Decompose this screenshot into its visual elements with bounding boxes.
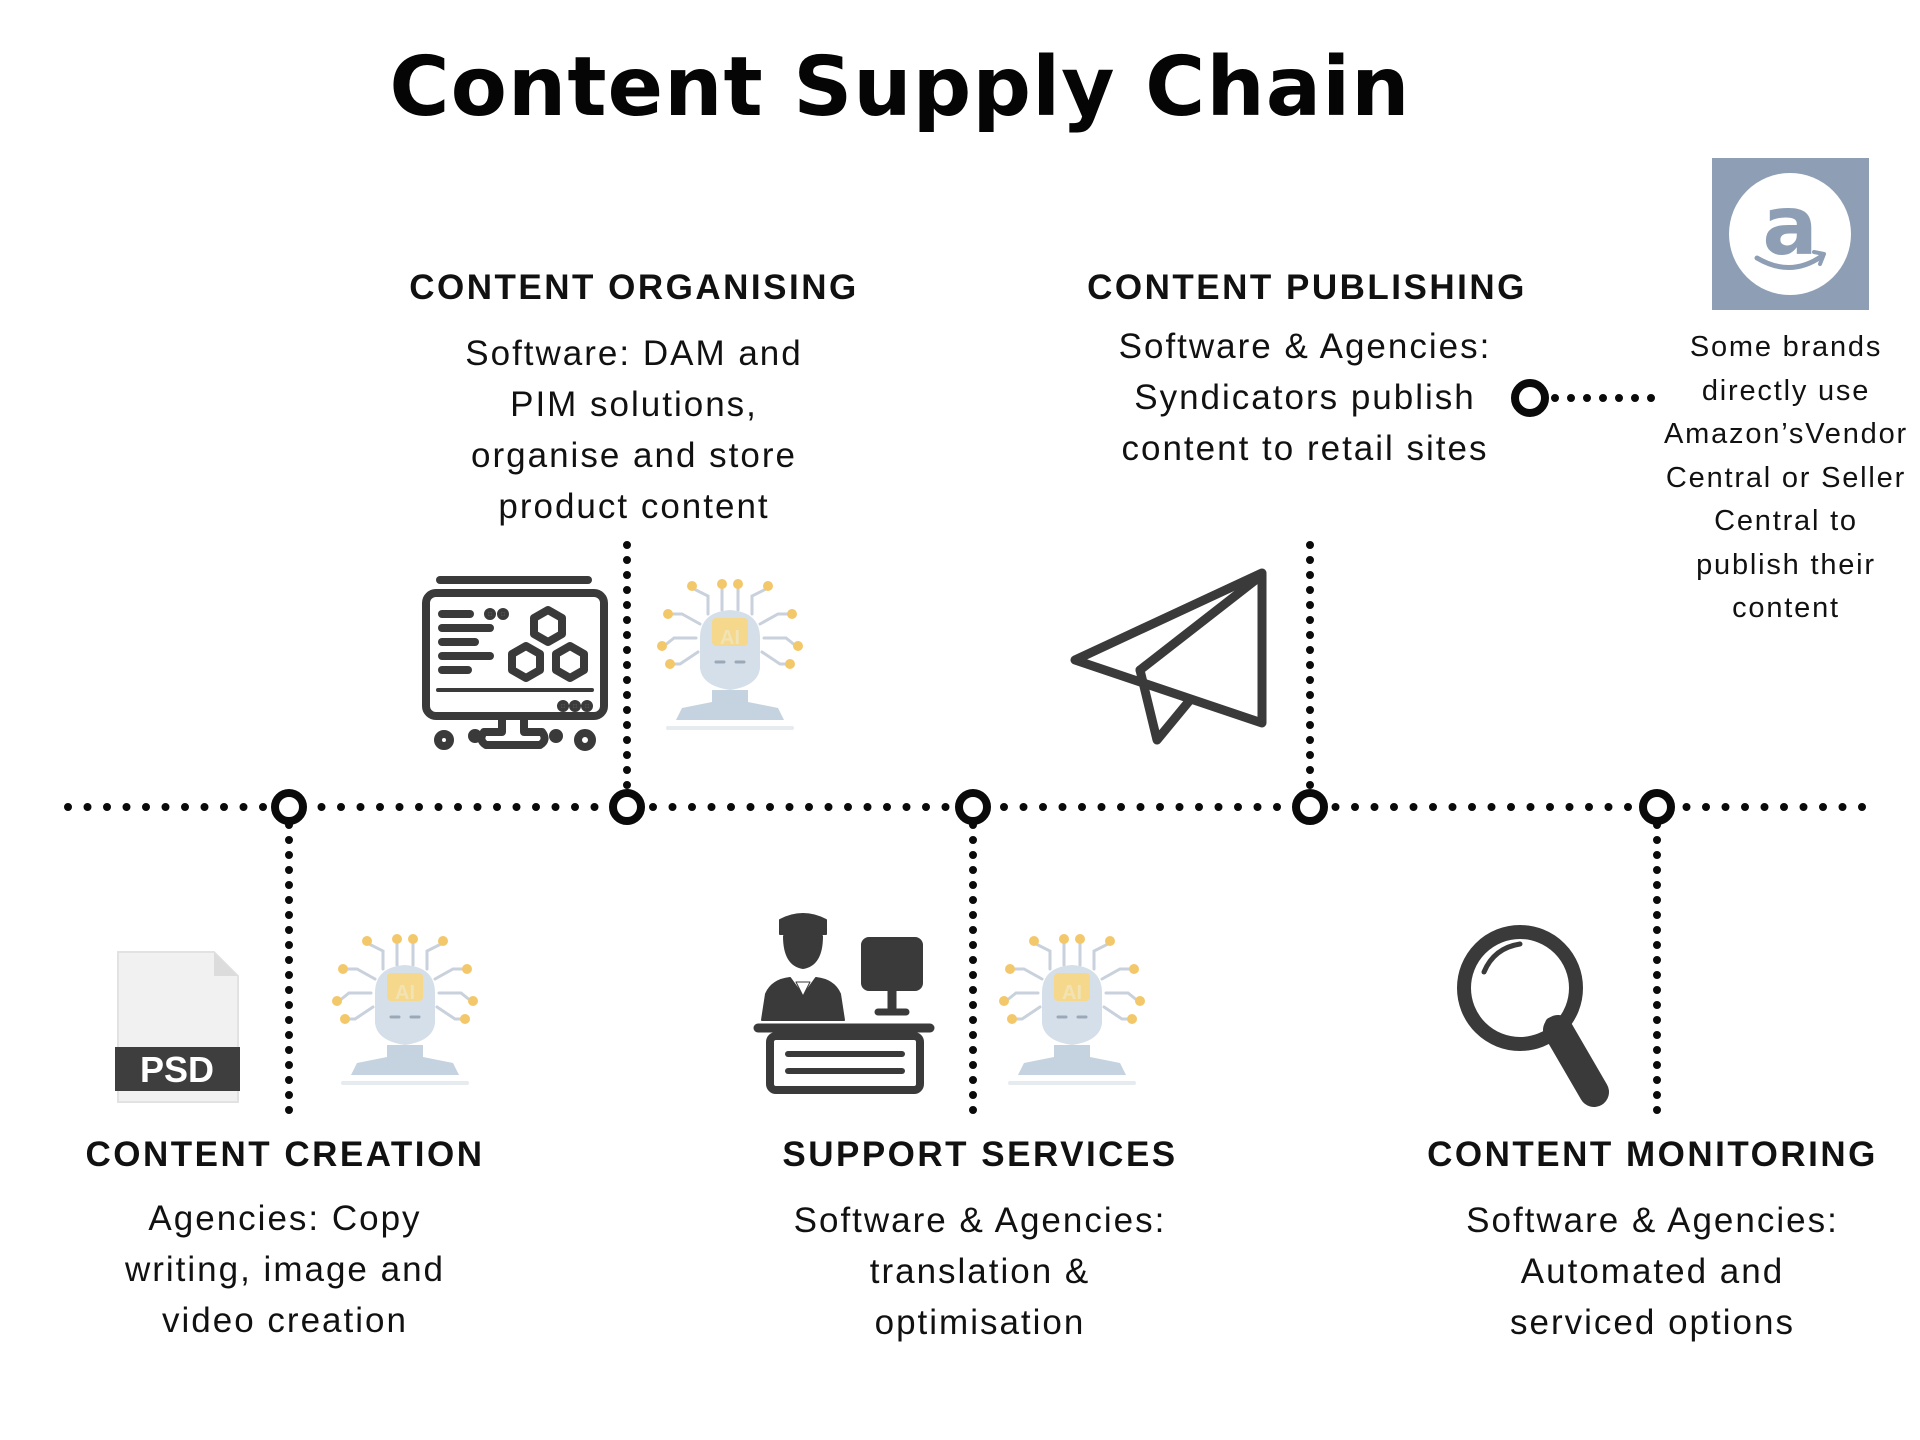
note-line: publish their bbox=[1696, 548, 1876, 581]
node-monitoring bbox=[1639, 789, 1675, 825]
desc-line: writing, image and bbox=[124, 1250, 446, 1289]
amazon-logo-icon bbox=[1712, 158, 1869, 310]
heading-content-creation: CONTENT CREATION bbox=[85, 1135, 485, 1174]
desc-support-services: Software & Agencies: translation & optim… bbox=[760, 1195, 1200, 1348]
desc-line: Software & Agencies: bbox=[1118, 327, 1492, 366]
node-publishing bbox=[1292, 789, 1328, 825]
desc-content-creation: Agencies: Copy writing, image and video … bbox=[70, 1193, 500, 1346]
desc-line: organise and store bbox=[471, 436, 797, 475]
monitor-hexagon-icon bbox=[422, 576, 608, 751]
note-line: Central or Seller bbox=[1665, 461, 1907, 494]
heading-content-monitoring: CONTENT MONITORING bbox=[1427, 1135, 1878, 1174]
desc-line: Automated and bbox=[1520, 1252, 1785, 1291]
node-organising bbox=[609, 789, 645, 825]
ai-label-creation: AI bbox=[395, 982, 415, 1004]
desc-line: Software: DAM and bbox=[465, 334, 803, 373]
note-line: content bbox=[1732, 592, 1840, 624]
desc-line: PIM solutions, bbox=[510, 385, 758, 424]
desc-content-monitoring: Software & Agencies: Automated and servi… bbox=[1430, 1195, 1875, 1348]
ai-head-icon-organising bbox=[657, 579, 803, 730]
desc-line: optimisation bbox=[874, 1303, 1086, 1342]
ai-head-icon-support bbox=[999, 934, 1145, 1085]
desc-line: serviced options bbox=[1510, 1303, 1795, 1342]
page-title: Content Supply Chain bbox=[389, 40, 1411, 135]
support-desk-icon bbox=[753, 913, 935, 1094]
desc-content-publishing: Software & Agencies: Syndicators publish… bbox=[1075, 321, 1535, 474]
note-line: Some brands bbox=[1689, 331, 1883, 363]
note-line: Amazon’sVendor bbox=[1664, 418, 1908, 450]
desc-line: translation & bbox=[869, 1252, 1091, 1291]
ai-label-organising: AI bbox=[720, 627, 740, 649]
desc-line: video creation bbox=[162, 1301, 408, 1340]
desc-line: product content bbox=[498, 487, 770, 526]
desc-line: Syndicators publish bbox=[1134, 378, 1476, 417]
heading-support-services: SUPPORT SERVICES bbox=[782, 1135, 1178, 1174]
node-support bbox=[955, 789, 991, 825]
ai-label-support: AI bbox=[1062, 982, 1082, 1004]
note-line: Central to bbox=[1714, 505, 1858, 537]
heading-content-organising: CONTENT ORGANISING bbox=[409, 268, 859, 307]
psd-label: PSD bbox=[140, 1049, 214, 1090]
desc-line: Software & Agencies: bbox=[793, 1201, 1167, 1240]
psd-file-icon bbox=[115, 951, 240, 1103]
node-amazon bbox=[1511, 379, 1549, 417]
amazon-note: Some brands directly use Amazon’sVendor … bbox=[1646, 326, 1920, 631]
paper-plane-icon bbox=[1070, 568, 1267, 745]
desc-line: content to retail sites bbox=[1121, 429, 1489, 468]
heading-content-publishing: CONTENT PUBLISHING bbox=[1087, 268, 1527, 307]
desc-line: Agencies: Copy bbox=[148, 1199, 422, 1238]
amazon-letter: a bbox=[1762, 179, 1817, 274]
desc-line: Software & Agencies: bbox=[1466, 1201, 1839, 1240]
magnifier-icon bbox=[1457, 925, 1609, 1107]
node-creation bbox=[271, 789, 307, 825]
note-line: directly use bbox=[1701, 374, 1871, 407]
ai-head-icon-creation bbox=[332, 934, 478, 1085]
desc-content-organising: Software: DAM and PIM solutions, organis… bbox=[404, 328, 864, 532]
